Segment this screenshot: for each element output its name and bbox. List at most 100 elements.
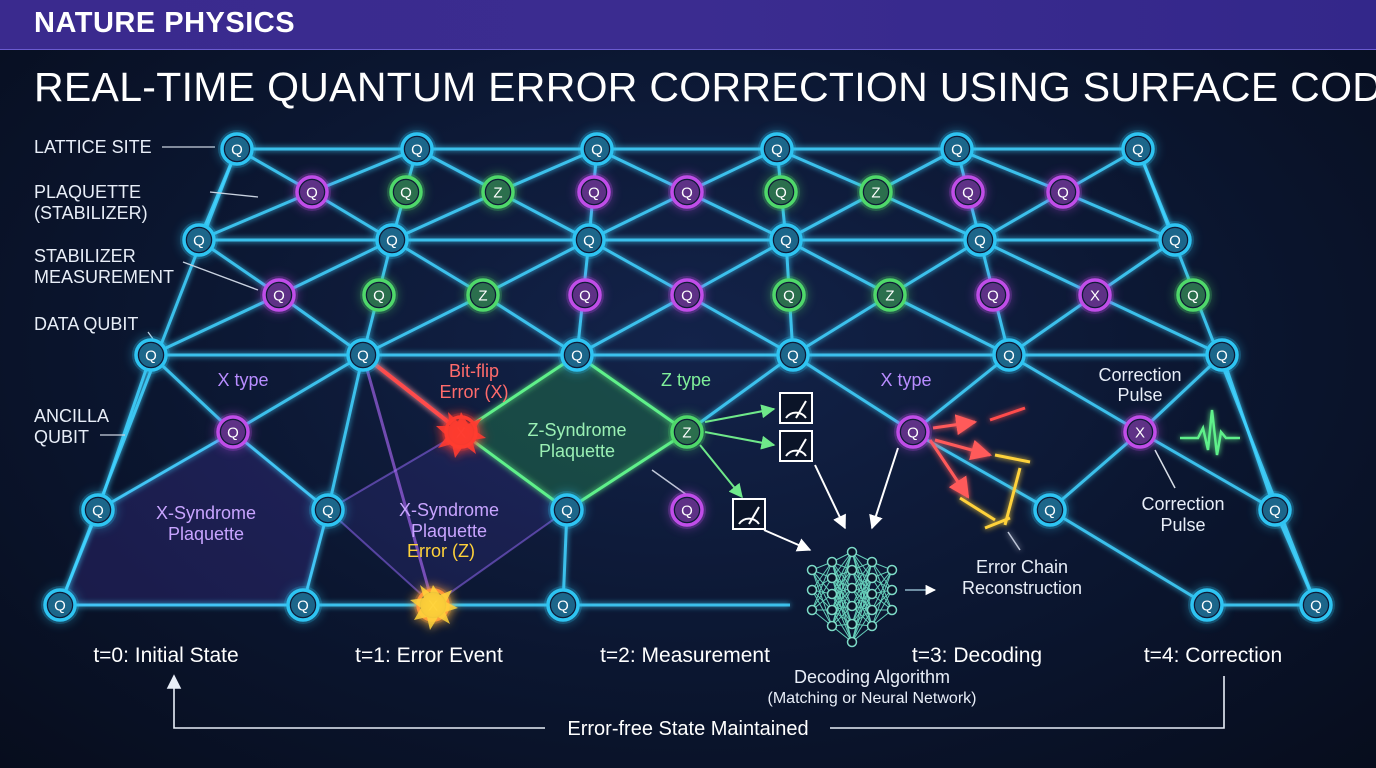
data-qubit: Q xyxy=(758,130,796,168)
correction-pulse-waveform xyxy=(1180,409,1240,456)
qubit-label: Q xyxy=(987,288,999,305)
ancilla-qubit: Q xyxy=(668,491,706,529)
qubit-label: X xyxy=(1135,425,1145,442)
ancilla-qubit: Q xyxy=(974,276,1012,314)
qubit-label: Q xyxy=(591,142,603,159)
error-chain-reconstruction xyxy=(928,406,1031,551)
qubit-label: Q xyxy=(571,348,583,365)
data-qubit: Q xyxy=(132,336,170,374)
data-qubit: Q xyxy=(41,586,79,624)
ancilla-qubit: Q xyxy=(770,276,808,314)
figure-title: REAL-TIME QUANTUM ERROR CORRECTION USING… xyxy=(34,64,1376,110)
bit-flip-error-x-label: Error (X) xyxy=(440,382,509,402)
ancilla-qubit: Q xyxy=(1174,276,1212,314)
qubit-label: X xyxy=(1090,288,1100,305)
qubit-label: Q xyxy=(227,425,239,442)
ancilla-qubit: Q xyxy=(293,173,331,211)
correction-pulse-bottom-label-2: Pulse xyxy=(1160,515,1205,535)
qubit-label: Q xyxy=(557,598,569,615)
measurement-arrows xyxy=(651,404,937,596)
journal-name: NATURE PHYSICS xyxy=(34,7,296,39)
x-syndrome-mid-label: X-Syndrome xyxy=(399,500,499,520)
z-type-label: Z type xyxy=(661,370,711,390)
legend-plaquette-stabilizer: (STABILIZER) xyxy=(34,203,148,223)
x-type-label-left: X type xyxy=(217,370,268,390)
data-qubit: Q xyxy=(1256,491,1294,529)
qubit-label: Q xyxy=(1044,503,1056,520)
data-qubit: Q xyxy=(79,491,117,529)
stage-t3: t=3: Decoding xyxy=(912,644,1042,667)
ancilla-qubit: Q xyxy=(949,173,987,211)
decoding-algorithm-label: Decoding Algorithm xyxy=(794,667,950,687)
ancilla-qubit: Q xyxy=(566,276,604,314)
data-qubit: Q xyxy=(548,491,586,529)
meter-icon xyxy=(779,430,813,462)
z-syndrome-label: Z-Syndrome xyxy=(527,420,626,440)
ancilla-qubit: Q xyxy=(360,276,398,314)
ancilla-qubit: Q xyxy=(387,173,425,211)
x-type-label-right: X type xyxy=(880,370,931,390)
qubit-label: Q xyxy=(787,348,799,365)
qubit-label: Q xyxy=(322,503,334,520)
data-qubit: Q xyxy=(1156,221,1194,259)
error-burst-red xyxy=(436,412,486,458)
ancilla-qubit: Q xyxy=(1044,173,1082,211)
data-qubit: Q xyxy=(961,221,999,259)
qubit-label: Q xyxy=(145,348,157,365)
data-qubit: Q xyxy=(344,336,382,374)
qubit-label: Q xyxy=(783,288,795,305)
legend-ancilla-qubit: QUBIT xyxy=(34,427,89,447)
legend-lattice-site: LATTICE SITE xyxy=(34,137,152,157)
data-qubit: Q xyxy=(1031,491,1069,529)
qubit-label: Q xyxy=(1187,288,1199,305)
legend-plaquette: PLAQUETTE xyxy=(34,182,141,202)
ancilla-qubit: Q xyxy=(260,276,298,314)
qubit-label: Q xyxy=(1201,598,1213,615)
legend-data-qubit: DATA QUBIT xyxy=(34,314,138,334)
z-error-path xyxy=(361,354,435,606)
data-qubit: Q xyxy=(309,491,347,529)
qubit-label: Q xyxy=(1310,598,1322,615)
qubit-label: Q xyxy=(1003,348,1015,365)
data-qubit: Q xyxy=(1297,586,1335,624)
data-qubit: Q xyxy=(767,221,805,259)
stage-t2: t=2: Measurement xyxy=(600,644,770,667)
data-qubit: Q xyxy=(1203,336,1241,374)
qubit-label: Q xyxy=(775,185,787,202)
meter-icon xyxy=(732,498,766,530)
qubit-label: Q xyxy=(400,185,412,202)
data-qubit: Q xyxy=(218,130,256,168)
data-qubit: Q xyxy=(1188,586,1226,624)
correction-pulse-top-label-2: Pulse xyxy=(1117,385,1162,405)
meter-icon xyxy=(779,392,813,424)
bit-flip-error-path xyxy=(361,353,463,434)
z-syndrome-plaquette-label: Plaquette xyxy=(539,441,615,461)
x-syndrome-mid-plaquette-label: Plaquette xyxy=(411,521,487,541)
qubit-label: Q xyxy=(974,233,986,250)
z-stabilizer-qubit: Z xyxy=(479,173,517,211)
qubit-label: Q xyxy=(1132,142,1144,159)
qubit-label: Q xyxy=(771,142,783,159)
qubit-label: Q xyxy=(357,348,369,365)
feedback-loop-arrow xyxy=(166,674,1225,729)
qubit-label: Q xyxy=(681,288,693,305)
data-qubit: Q xyxy=(544,586,582,624)
z-stabilizer-qubit: Z xyxy=(668,413,706,451)
stage-t0: t=0: Initial State xyxy=(93,644,238,667)
x-syndrome-left-label: X-Syndrome xyxy=(156,503,256,523)
qubit-label: Q xyxy=(306,185,318,202)
qubit-label: Q xyxy=(1216,348,1228,365)
qubit-label: Q xyxy=(1057,185,1069,202)
loop-label: Error-free State Maintained xyxy=(567,718,808,740)
qubit-label: Q xyxy=(386,233,398,250)
qubit-nodes: Q Q Q Q Q Q Q Q Q Q Q Q Q Q Q Q Q Q Q Q Q Q Q Q Q Q Q Q Q Q Q Q Q Q Q Q Q Q Q Q… xyxy=(41,130,1335,624)
qubit-label: Q xyxy=(561,503,573,520)
qubit-label: Q xyxy=(231,142,243,159)
ancilla-qubit: Q xyxy=(668,276,706,314)
data-qubit: Q xyxy=(578,130,616,168)
qubit-label: Q xyxy=(1169,233,1181,250)
qubit-label: Q xyxy=(681,185,693,202)
data-qubit: Q xyxy=(180,221,218,259)
data-qubit: Q xyxy=(284,586,322,624)
